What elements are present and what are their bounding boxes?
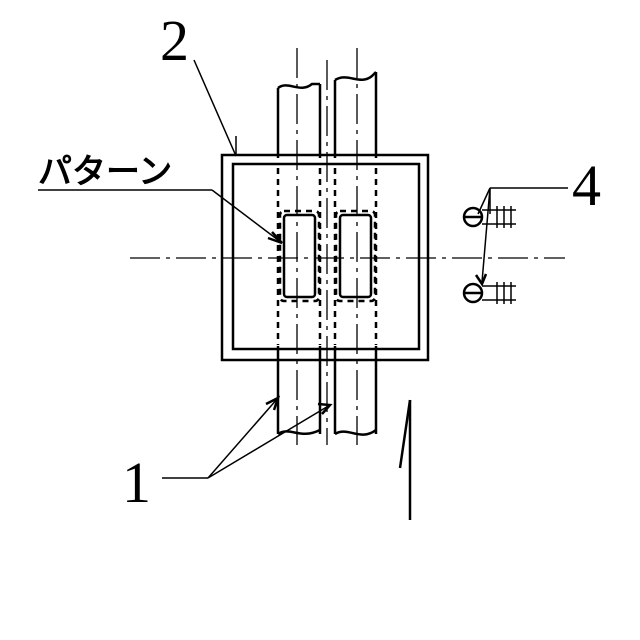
ref-label-4: 4 [572, 153, 601, 218]
terminal-symbol-upper [464, 206, 516, 228]
terminal-symbol-lower [464, 282, 516, 304]
pattern-pad-left [284, 215, 315, 297]
ref-label-1: 1 [122, 450, 151, 515]
ref-label-2: 2 [160, 8, 189, 73]
leader-2 [194, 60, 236, 156]
center-lines [130, 48, 565, 445]
pattern-label: パターン [38, 152, 172, 192]
direction-arrow [400, 400, 410, 520]
pattern-pad-right [340, 215, 371, 297]
